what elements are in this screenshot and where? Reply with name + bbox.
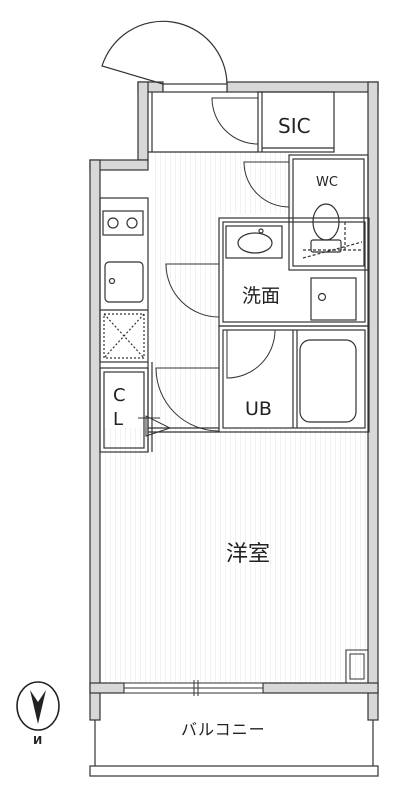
closet-label-line1: C <box>113 385 126 406</box>
sic-door-swing <box>211 97 259 145</box>
hall-floor <box>220 152 292 214</box>
burner-icon <box>126 217 138 229</box>
washroom-fixtures <box>225 225 357 321</box>
closet-label: C L <box>113 384 126 432</box>
room-door-swing <box>155 367 220 432</box>
wc-label: WC <box>316 175 338 190</box>
closet-door-mark <box>145 415 172 437</box>
bathtub-icon <box>299 339 357 423</box>
balcony-label: バルコニー <box>181 720 266 739</box>
north-label: N <box>33 734 43 747</box>
balcony-window <box>123 680 264 696</box>
wc-door-swing <box>243 161 290 208</box>
fridge-space <box>103 313 145 359</box>
washbasin-icon <box>225 225 283 259</box>
corridor-floor <box>152 152 220 428</box>
washroom-label: 洗面 <box>242 285 281 307</box>
kitchen-sink-icon <box>104 261 144 303</box>
burner-icon <box>107 217 119 229</box>
corner-box-inner <box>349 653 365 680</box>
interior-walls <box>99 91 370 453</box>
western-room-label: 洋室 <box>226 542 271 567</box>
sic-label: SIC <box>278 114 311 138</box>
balcony-area <box>89 720 379 777</box>
corner-box <box>345 649 369 684</box>
toilet-tank-icon <box>310 239 342 253</box>
toilet-fixtures <box>302 203 363 259</box>
north-compass-icon <box>16 681 60 731</box>
main-room-floor <box>99 428 369 683</box>
unit-bath-label: UB <box>245 398 272 420</box>
sink-drain <box>108 277 116 285</box>
floor-areas <box>99 152 369 683</box>
closet-label-line2: L <box>113 409 124 430</box>
washing-machine-icon <box>310 277 357 321</box>
kitchen <box>102 210 145 359</box>
bath-fixtures <box>299 339 357 423</box>
bath-door-swing <box>226 329 276 379</box>
interior-doors <box>138 97 290 437</box>
stove <box>102 210 144 236</box>
entrance-door <box>101 20 228 93</box>
wash-door-swing <box>165 263 220 318</box>
